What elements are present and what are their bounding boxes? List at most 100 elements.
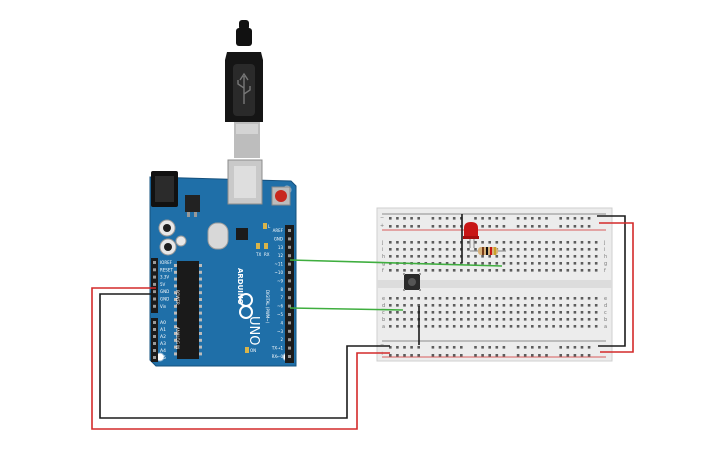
breadboard-hole[interactable] bbox=[523, 217, 527, 220]
power-pin-4[interactable] bbox=[153, 290, 156, 294]
breadboard-hole[interactable] bbox=[452, 311, 456, 314]
breadboard-hole[interactable] bbox=[460, 318, 463, 321]
breadboard-hole[interactable] bbox=[594, 262, 598, 265]
breadboard-hole[interactable] bbox=[516, 225, 520, 228]
breadboard-hole[interactable] bbox=[481, 262, 484, 265]
wires[interactable] bbox=[91, 214, 634, 430]
power-pin-3[interactable] bbox=[153, 282, 156, 286]
analog-header[interactable] bbox=[151, 318, 158, 362]
digital-pin-6[interactable] bbox=[288, 279, 291, 283]
breadboard-hole[interactable] bbox=[389, 225, 392, 228]
breadboard-hole[interactable] bbox=[559, 225, 562, 228]
breadboard-hole[interactable] bbox=[566, 318, 570, 321]
breadboard-hole[interactable] bbox=[424, 241, 428, 244]
breadboard-hole[interactable] bbox=[516, 325, 520, 328]
breadboard-hole[interactable] bbox=[509, 318, 513, 321]
breadboard-hole[interactable] bbox=[545, 269, 548, 272]
breadboard-hole[interactable] bbox=[431, 325, 435, 328]
breadboard-hole[interactable] bbox=[467, 241, 470, 244]
power-pin-2[interactable] bbox=[153, 275, 156, 279]
breadboard-hole[interactable] bbox=[523, 325, 527, 328]
breadboard-hole[interactable] bbox=[417, 304, 420, 307]
breadboard-hole[interactable] bbox=[523, 269, 527, 272]
breadboard-hole[interactable] bbox=[424, 311, 428, 314]
breadboard-hole[interactable] bbox=[573, 217, 577, 220]
breadboard-hole[interactable] bbox=[424, 297, 428, 300]
breadboard-hole[interactable] bbox=[495, 262, 499, 265]
breadboard-hole[interactable] bbox=[452, 304, 456, 307]
digital-pin-12[interactable] bbox=[288, 329, 291, 333]
digital-pin-10[interactable] bbox=[288, 313, 291, 316]
breadboard-hole[interactable] bbox=[502, 225, 506, 228]
breadboard-hole[interactable] bbox=[452, 241, 456, 244]
breadboard-hole[interactable] bbox=[573, 325, 577, 328]
breadboard-hole[interactable] bbox=[495, 217, 499, 220]
breadboard-hole[interactable] bbox=[431, 311, 435, 314]
breadboard-hole[interactable] bbox=[474, 346, 477, 349]
breadboard-hole[interactable] bbox=[403, 225, 406, 228]
led[interactable] bbox=[463, 222, 479, 248]
breadboard-hole[interactable] bbox=[587, 217, 591, 220]
breadboard-hole[interactable] bbox=[403, 354, 406, 357]
breadboard-hole[interactable] bbox=[488, 304, 491, 307]
breadboard-hole[interactable] bbox=[410, 354, 413, 357]
breadboard-hole[interactable] bbox=[474, 248, 477, 251]
breadboard-hole[interactable] bbox=[566, 297, 570, 300]
breadboard-hole[interactable] bbox=[566, 325, 570, 328]
breadboard-hole[interactable] bbox=[488, 217, 491, 220]
power-pin-0[interactable] bbox=[153, 261, 156, 264]
breadboard-hole[interactable] bbox=[410, 217, 413, 220]
breadboard-hole[interactable] bbox=[531, 225, 534, 228]
breadboard-hole[interactable] bbox=[452, 354, 456, 357]
breadboard-hole[interactable] bbox=[594, 304, 598, 307]
breadboard-hole[interactable] bbox=[445, 354, 449, 357]
breadboard-hole[interactable] bbox=[410, 297, 413, 300]
breadboard-hole[interactable] bbox=[410, 346, 413, 349]
digital-pin-8[interactable] bbox=[288, 296, 291, 300]
breadboard-hole[interactable] bbox=[403, 217, 406, 220]
breadboard-hole[interactable] bbox=[481, 325, 484, 328]
breadboard-hole[interactable] bbox=[552, 311, 555, 314]
breadboard-hole[interactable] bbox=[403, 325, 406, 328]
breadboard-hole[interactable] bbox=[580, 297, 584, 300]
breadboard-hole[interactable] bbox=[431, 318, 435, 321]
breadboard-hole[interactable] bbox=[424, 248, 428, 251]
breadboard-hole[interactable] bbox=[445, 269, 449, 272]
digital-pin-13[interactable] bbox=[288, 338, 291, 342]
breadboard-hole[interactable] bbox=[587, 304, 591, 307]
breadboard-hole[interactable] bbox=[538, 248, 541, 251]
breadboard-hole[interactable] bbox=[545, 241, 548, 244]
breadboard-hole[interactable] bbox=[552, 241, 555, 244]
breadboard-hole[interactable] bbox=[389, 325, 392, 328]
breadboard-hole[interactable] bbox=[502, 354, 506, 357]
breadboard-hole[interactable] bbox=[481, 241, 484, 244]
breadboard-hole[interactable] bbox=[502, 248, 506, 251]
digital-pin-7[interactable] bbox=[288, 287, 291, 291]
breadboard-hole[interactable] bbox=[516, 262, 520, 265]
breadboard-hole[interactable] bbox=[452, 255, 456, 258]
breadboard-hole[interactable] bbox=[587, 318, 591, 321]
breadboard-hole[interactable] bbox=[587, 241, 591, 244]
breadboard-hole[interactable] bbox=[417, 297, 420, 300]
breadboard-hole[interactable] bbox=[403, 255, 406, 258]
breadboard-hole[interactable] bbox=[417, 346, 420, 349]
breadboard-hole[interactable] bbox=[488, 346, 491, 349]
breadboard-hole[interactable] bbox=[531, 325, 534, 328]
breadboard-hole[interactable] bbox=[481, 217, 484, 220]
breadboard-hole[interactable] bbox=[431, 354, 435, 357]
breadboard-hole[interactable] bbox=[516, 297, 520, 300]
breadboard-hole[interactable] bbox=[424, 269, 428, 272]
breadboard-hole[interactable] bbox=[410, 304, 413, 307]
breadboard-hole[interactable] bbox=[445, 318, 449, 321]
breadboard-hole[interactable] bbox=[538, 217, 541, 220]
breadboard-hole[interactable] bbox=[580, 354, 584, 357]
breadboard-hole[interactable] bbox=[545, 248, 548, 251]
breadboard-hole[interactable] bbox=[545, 354, 548, 357]
wire-black-gnd[interactable] bbox=[99, 293, 390, 419]
analog-pin-3[interactable] bbox=[153, 342, 156, 345]
wire-black-rail-jumper[interactable] bbox=[597, 215, 626, 347]
breadboard-hole[interactable] bbox=[587, 262, 591, 265]
breadboard-hole[interactable] bbox=[481, 354, 484, 357]
breadboard-hole[interactable] bbox=[474, 318, 477, 321]
